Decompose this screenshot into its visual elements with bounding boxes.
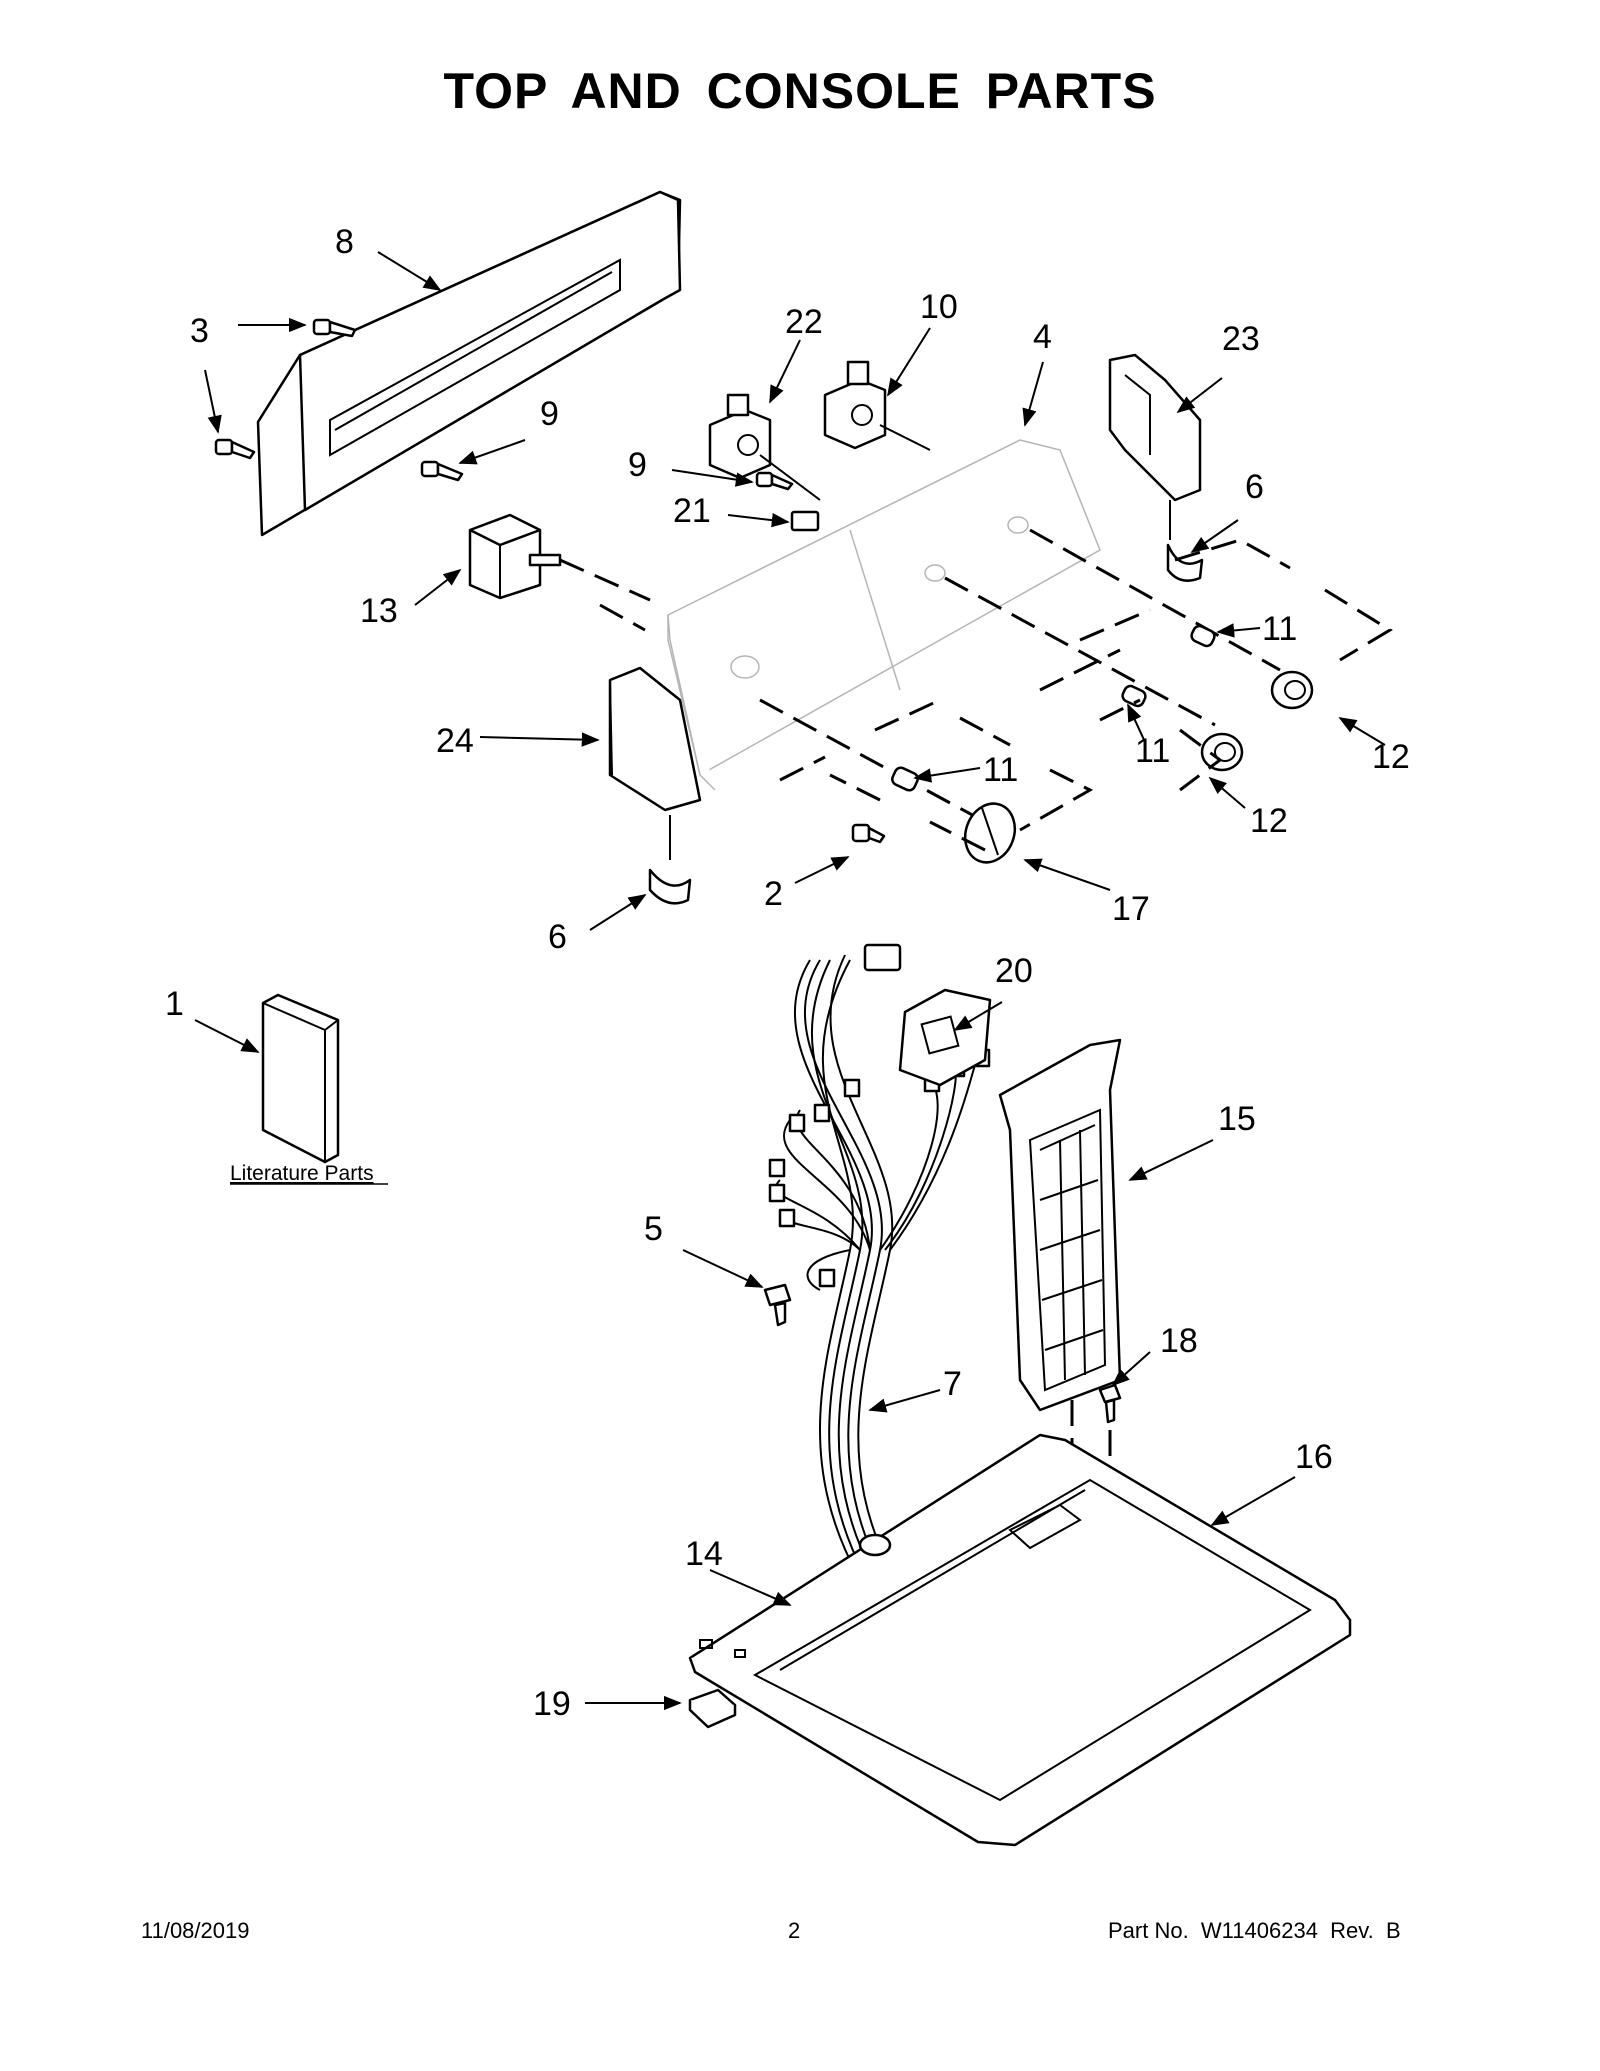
callout-24: 24 [436, 722, 474, 760]
knob-17-part [963, 802, 1017, 864]
coupler-icon [1190, 624, 1216, 648]
callout-22: 22 [785, 303, 823, 341]
callout-6: 6 [1245, 468, 1264, 506]
callout-20: 20 [995, 952, 1033, 990]
footer-date: 11/08/2019 [141, 1918, 250, 1943]
top-panel-part [688, 1433, 1352, 1847]
callout-16: 16 [1295, 1438, 1333, 1476]
pad-part [688, 1688, 737, 1729]
screw-icon [763, 1283, 792, 1327]
control-panel-part [256, 190, 682, 537]
callout-11c: 11 [983, 751, 1018, 789]
footer-page-number: 2 [788, 1918, 801, 1943]
callout-13: 13 [360, 592, 398, 630]
callout-10: 10 [920, 288, 958, 326]
console-end-cap-part [608, 666, 702, 812]
bracket-part [1108, 353, 1202, 502]
coupler-icon [1121, 684, 1147, 708]
callout-17: 17 [1112, 890, 1150, 928]
callout-19: 19 [533, 1685, 571, 1723]
callout-1: 1 [165, 985, 184, 1023]
callout-12: 12 [1372, 738, 1410, 776]
clip-icon [648, 868, 692, 905]
screw-icon [851, 823, 886, 844]
callout-11: 11 [1262, 610, 1297, 648]
control-board-part [898, 988, 992, 1087]
callout-21: 21 [673, 492, 711, 530]
console-part [667, 439, 1101, 791]
knob-12-part [1270, 670, 1314, 710]
small-block-part [790, 510, 820, 532]
callout-12b: 12 [1250, 802, 1288, 840]
callout-5: 5 [644, 1210, 663, 1248]
switch-part-22 [708, 393, 772, 480]
switch-part-10 [823, 360, 887, 450]
callout-14: 14 [685, 1535, 723, 1573]
callout-3: 3 [190, 312, 209, 350]
literature-parts-book-icon [261, 993, 340, 1164]
callout-11b: 11 [1135, 732, 1170, 770]
callout-23: 23 [1222, 320, 1260, 358]
wire-harness-part [768, 943, 991, 1577]
lint-screen-part [998, 1038, 1122, 1412]
page-title: TOP AND CONSOLE PARTS [443, 63, 1157, 119]
screw-icon [420, 460, 464, 482]
callout-6b: 6 [548, 918, 567, 956]
callout-9: 9 [540, 395, 559, 433]
knob-12-part [1200, 732, 1244, 772]
callout-2: 2 [764, 875, 783, 913]
screw-icon [214, 438, 256, 460]
screw-icon [312, 318, 357, 338]
callout-7: 7 [943, 1365, 962, 1403]
footer-part-number: Part No. W11406234 Rev. B [1108, 1918, 1401, 1943]
screw-icon [755, 471, 794, 491]
callout-18: 18 [1160, 1322, 1198, 1360]
callout-9b: 9 [628, 446, 647, 484]
callout-4: 4 [1033, 318, 1052, 356]
coupler-icon [891, 766, 919, 792]
clip-icon [1166, 543, 1204, 582]
literature-parts-label: Literature Parts [230, 1162, 374, 1185]
callout-15: 15 [1218, 1100, 1256, 1138]
screw-icon [1098, 1383, 1122, 1424]
callout-8: 8 [335, 223, 354, 261]
timer-switch-part [468, 513, 562, 600]
